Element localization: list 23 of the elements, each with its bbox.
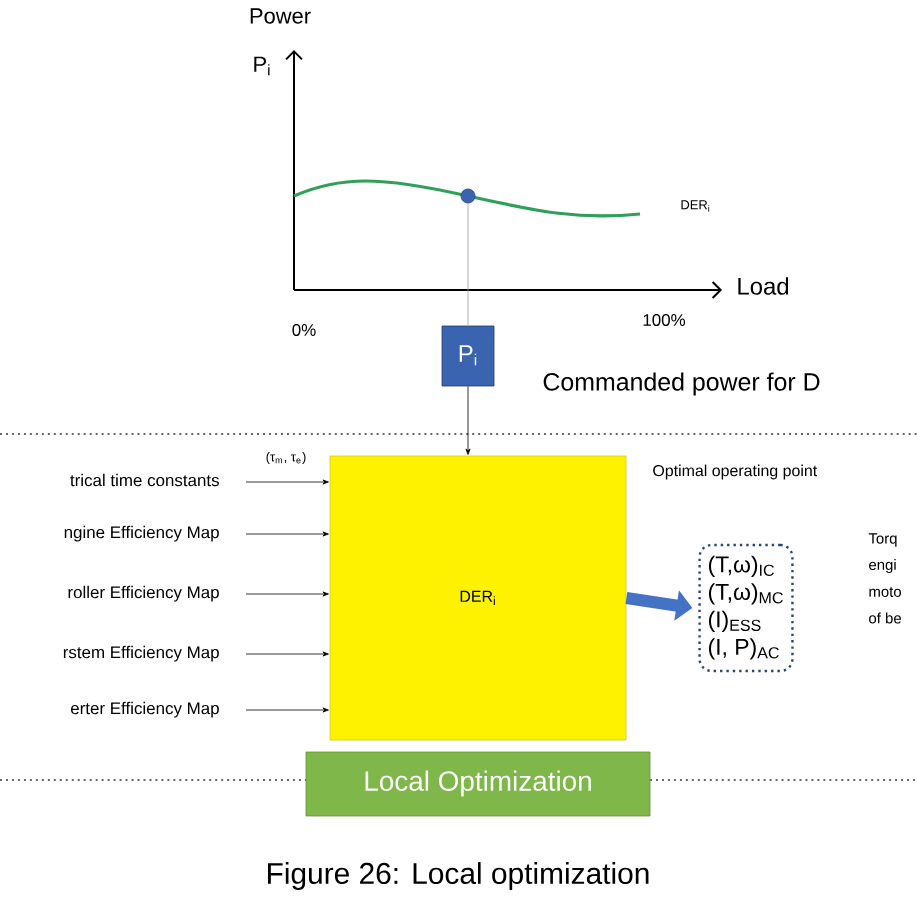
text-label: Load [738,277,789,295]
output-box: (T,ω)$_{IC}$ (T,ω)$_{MC}$ (I)$_{ESS}$ (I, P)$_{AC}$ [698,543,794,673]
connector-line [467,202,469,326]
text-label: 100% [643,314,686,326]
arrow [465,386,471,455]
text-label: Power [250,8,311,24]
data-point [460,188,476,204]
text-label: P$_{i}$ [254,56,270,76]
input-label: roller Efficiency Map [68,585,219,602]
arrow [245,531,329,537]
text-label: 0% [292,324,316,336]
input-label: ngine Efficiency Map [64,525,219,542]
signal-box: P$_{i}$ [441,325,495,387]
arrow [245,651,329,657]
arrow [245,707,329,713]
arrow [245,479,329,485]
input-label: erter Efficiency Map [70,701,219,718]
text-label: Commanded power for D [543,372,820,396]
caption: Figure 26: Local optimization [268,862,649,890]
input-label: rstem Efficiency Map [63,645,219,662]
input-label: trical time constants [70,473,219,487]
arrow [245,591,329,597]
label-box: Local Optimization [305,751,651,817]
